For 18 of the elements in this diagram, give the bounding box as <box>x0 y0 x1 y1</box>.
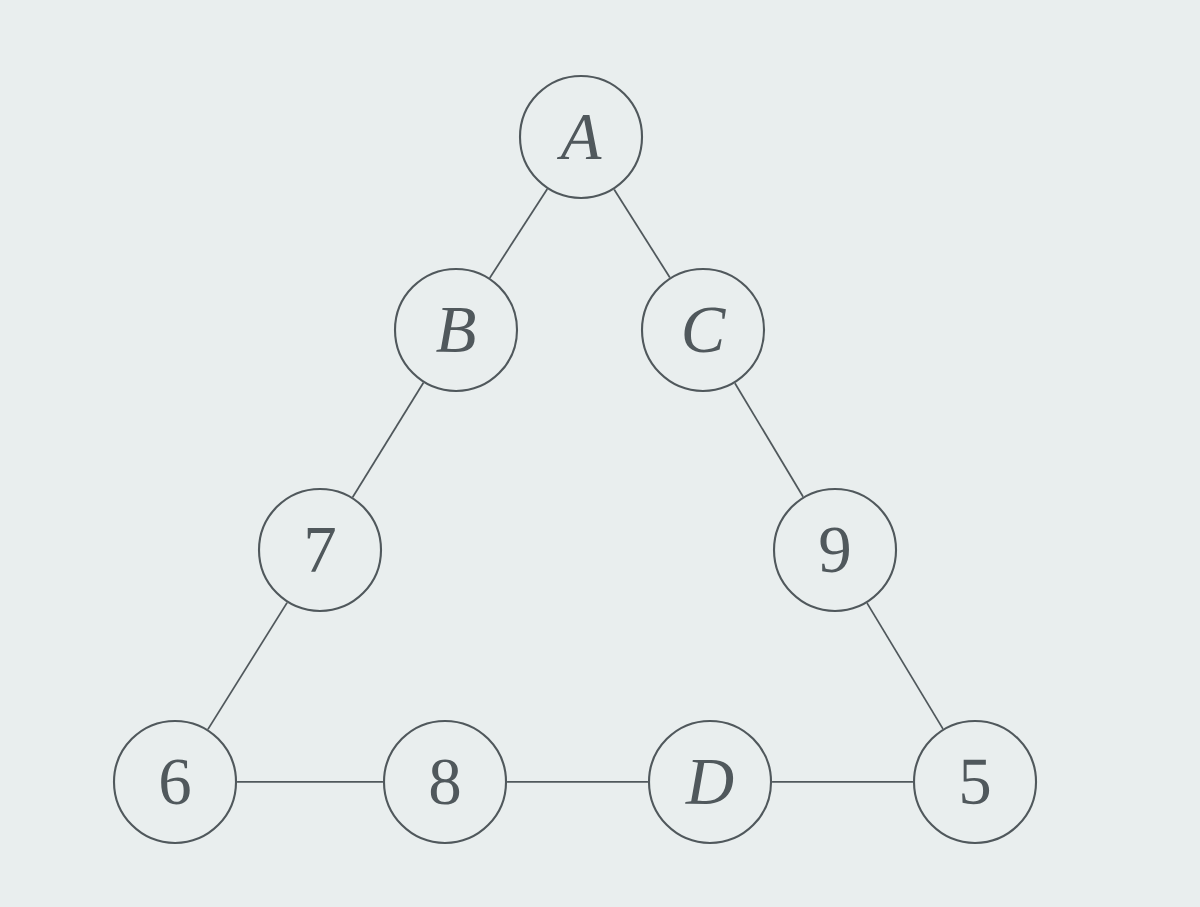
circle-node: 6 <box>112 719 238 845</box>
connector-line <box>207 601 288 731</box>
connector-line <box>734 382 804 498</box>
connector-line <box>506 781 649 783</box>
circle-node: 7 <box>257 487 383 613</box>
circle-node: C <box>640 267 766 393</box>
circle-node: B <box>393 267 519 393</box>
connector-line <box>613 188 671 279</box>
connector-line <box>351 381 425 499</box>
circle-node: 5 <box>912 719 1038 845</box>
connector-line <box>866 602 944 730</box>
connector-line <box>771 781 914 783</box>
circle-node: 8 <box>382 719 508 845</box>
circle-node: D <box>647 719 773 845</box>
circle-node: 9 <box>772 487 898 613</box>
connector-line <box>488 188 549 279</box>
connector-line <box>236 781 384 783</box>
circle-node: A <box>518 74 644 200</box>
